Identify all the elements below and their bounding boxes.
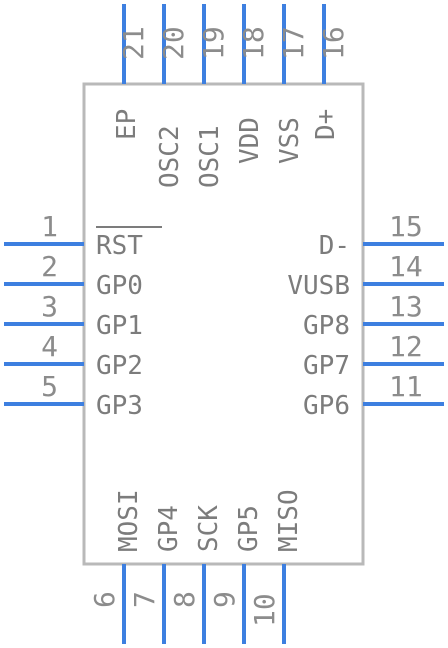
pin-number-19: 19 <box>197 26 230 60</box>
pin-number-4: 4 <box>41 330 58 363</box>
pin-label-vss: VSS <box>275 117 305 164</box>
pin-label-gp4: GP4 <box>154 505 184 552</box>
pin-number-13: 13 <box>389 290 423 323</box>
pin-label-rst: RST <box>96 231 143 261</box>
pin-label-vusb: VUSB <box>287 271 350 301</box>
pin-number-14: 14 <box>389 250 423 283</box>
pin-label-gp0: GP0 <box>96 271 143 301</box>
pin-label-d-plus: D+ <box>311 109 341 140</box>
pin-label-gp3: GP3 <box>96 391 143 421</box>
pin-label-miso: MISO <box>274 489 304 552</box>
pin-label-gp7: GP7 <box>303 351 350 381</box>
pin-number-3: 3 <box>41 290 58 323</box>
pin-number-16: 16 <box>317 26 350 60</box>
pin-number-5: 5 <box>41 370 58 403</box>
pin-number-1: 1 <box>41 210 58 243</box>
pin-label-osc2: OSC2 <box>155 125 185 188</box>
pin-number-7: 7 <box>128 591 161 608</box>
pin-label-ep: EP <box>112 109 142 140</box>
pin-label-gp6: GP6 <box>303 391 350 421</box>
pin-number-6: 6 <box>88 591 121 608</box>
pin-label-mosi: MOSI <box>114 489 144 552</box>
pin-number-12: 12 <box>389 330 423 363</box>
pin-label-gp2: GP2 <box>96 351 143 381</box>
pin-label-gp5: GP5 <box>234 505 264 552</box>
pin-number-10: 10 <box>248 593 281 627</box>
pin-number-8: 8 <box>168 591 201 608</box>
pin-number-9: 9 <box>208 591 241 608</box>
pin-number-11: 11 <box>389 370 423 403</box>
pin-number-18: 18 <box>237 26 270 60</box>
pin-number-2: 2 <box>41 250 58 283</box>
pin-number-21: 21 <box>117 26 150 60</box>
pin-number-17: 17 <box>277 26 310 60</box>
pin-label-sck: SCK <box>194 505 224 552</box>
pin-label-vdd: VDD <box>235 117 265 164</box>
pin-label-osc1: OSC1 <box>195 125 225 188</box>
pin-label-gp1: GP1 <box>96 311 143 341</box>
package-body <box>82 82 365 566</box>
pin-number-15: 15 <box>389 210 423 243</box>
pin-label-d-minus: D- <box>319 231 350 261</box>
pin-label-gp8: GP8 <box>303 311 350 341</box>
pin-number-20: 20 <box>157 26 190 60</box>
